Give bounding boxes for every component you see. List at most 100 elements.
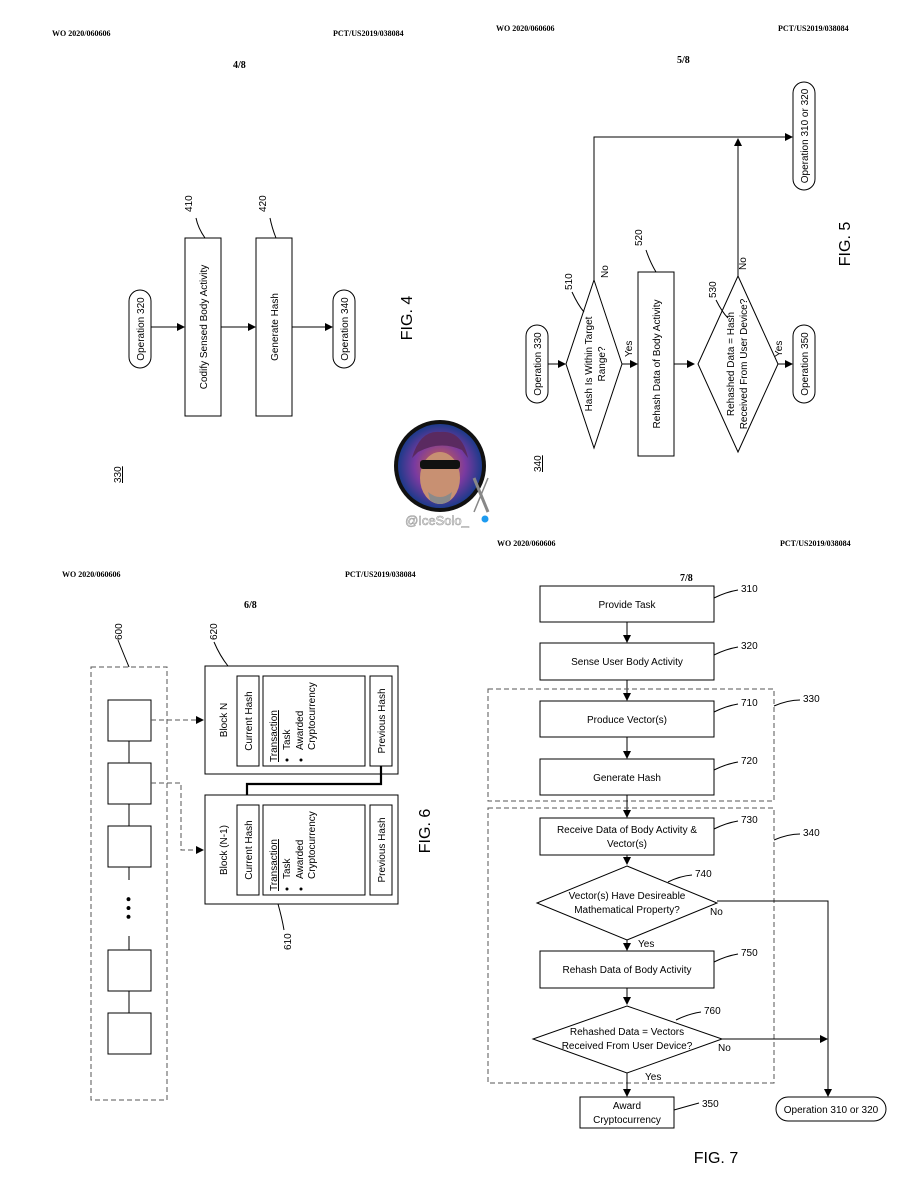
- decision-760-line1: Rehashed Data = Vectors: [570, 1027, 684, 1038]
- decision-740-diamond: [535, 865, 719, 941]
- receive-data-box: [539, 817, 715, 856]
- generate-hash-box-420: [255, 237, 293, 417]
- receive-data-line2: Vector(s): [607, 839, 647, 850]
- group-330: [487, 688, 775, 802]
- award-line1: Award: [613, 1101, 641, 1112]
- ref-740: 740: [695, 869, 712, 880]
- leader-530: [715, 299, 729, 319]
- operation-320-terminal: [128, 289, 152, 369]
- chain-ellipsis: • • •: [120, 897, 136, 920]
- operation-310-label: Operation 310 or 320: [800, 88, 811, 183]
- leader-310: [713, 589, 739, 599]
- ref-760: 760: [704, 1006, 721, 1017]
- ref-610: 610: [283, 933, 294, 950]
- ref-720: 720: [741, 756, 758, 767]
- block-n1-bullet-awarded: Awarded: [295, 840, 306, 879]
- sense-activity-label: Sense User Body Activity: [571, 657, 683, 668]
- arrow-740-no: [717, 900, 832, 1097]
- header-pct-number: PCT/US2019/038084: [780, 539, 851, 548]
- leader-510: [571, 291, 585, 313]
- decision-740-line1: Vector(s) Have Desireable: [569, 891, 686, 902]
- decision-530-diamond: [697, 274, 779, 454]
- decision-530-line1: Rehashed Data = Hash: [726, 312, 737, 416]
- chain-block-1: [107, 699, 152, 742]
- award-line2: Cryptocurrency: [593, 1115, 661, 1126]
- ref-530: 530: [708, 281, 719, 298]
- figure-7-label: FIG. 7: [694, 1150, 739, 1167]
- header-pct-number: PCT/US2019/038084: [333, 29, 404, 38]
- bullet-icon: [285, 758, 289, 762]
- figure-5-label: FIG. 5: [837, 222, 854, 267]
- block-n1-transaction-cell: [262, 804, 366, 896]
- decision-510-diamond: [565, 278, 623, 450]
- chain-block-3: [107, 825, 152, 868]
- codify-box-410: [184, 237, 222, 417]
- operation-350-label: Operation 350: [800, 332, 811, 396]
- chain-gap: [124, 880, 136, 936]
- ref-350: 350: [702, 1099, 719, 1110]
- leader-750: [713, 953, 739, 963]
- bullet-icon: [285, 887, 289, 891]
- leader-610: [277, 903, 285, 931]
- generate-hash-label: Generate Hash: [593, 773, 661, 784]
- block-n-label: Block N: [219, 703, 230, 737]
- decision-760-line2: Received From User Device?: [562, 1041, 693, 1052]
- blockchain-container-600: [90, 666, 168, 1101]
- block-n1-previous-hash-cell: [369, 804, 393, 896]
- arrow-510-no-loop: [593, 133, 793, 280]
- block-n1-transaction-title: Transaction: [269, 839, 280, 891]
- header-pct-number: PCT/US2019/038084: [345, 570, 416, 579]
- sheet-number: 5/8: [677, 55, 690, 66]
- produce-vector-box: [539, 700, 715, 738]
- award-crypto-box: [579, 1096, 675, 1129]
- decision-740-yes-label: Yes: [638, 939, 654, 950]
- chain-block-2: [107, 762, 152, 805]
- operation-350-terminal: [792, 324, 816, 404]
- block-n-bullet-awarded: Awarded: [295, 711, 306, 750]
- leader-740: [667, 874, 693, 883]
- header-wo-number: WO 2020/060606: [62, 570, 120, 579]
- leader-600: [117, 639, 130, 668]
- leader-420: [269, 217, 277, 239]
- decision-530-line2: Received From User Device?: [739, 298, 750, 429]
- leader-760: [675, 1011, 702, 1021]
- leader-730: [713, 820, 739, 830]
- ref-600: 600: [114, 623, 125, 640]
- bullet-icon: [299, 887, 303, 891]
- block-n1-current-hash: Current Hash: [244, 820, 255, 879]
- ref-310: 310: [741, 584, 758, 595]
- rehash-label: Rehash Data of Body Activity: [652, 300, 663, 429]
- header-wo-number: WO 2020/060606: [52, 29, 110, 38]
- avatar-face: [420, 452, 460, 504]
- decision-760-yes-label: Yes: [645, 1072, 661, 1083]
- receive-data-line1: Receive Data of Body Activity &: [557, 825, 697, 836]
- ref-420: 420: [258, 195, 269, 212]
- header-wo-number: WO 2020/060606: [496, 24, 554, 33]
- ref-510: 510: [564, 273, 575, 290]
- block-n1-current-hash-cell: [236, 804, 260, 896]
- header-wo-number: WO 2020/060606: [497, 539, 555, 548]
- leader-320: [713, 646, 739, 656]
- sheet-number: 7/8: [680, 573, 693, 584]
- ref-320: 320: [741, 641, 758, 652]
- group-340: [487, 807, 775, 1084]
- avatar-hair: [412, 431, 468, 458]
- block-n1-label: Block (N-1): [219, 825, 230, 875]
- leader-720: [713, 761, 739, 771]
- watermark: @IceSolo_: [394, 420, 490, 528]
- ref-730: 730: [741, 815, 758, 826]
- leader-710: [713, 703, 739, 713]
- provide-task-label: Provide Task: [598, 600, 656, 611]
- sense-activity-box: [539, 642, 715, 681]
- decision-740-no-label: No: [710, 907, 723, 918]
- leader-330: [773, 699, 801, 707]
- operation-330-label: Operation 330: [533, 332, 544, 396]
- block-n1-bullet-cryptocurrency: Cryptocurrency: [307, 811, 318, 879]
- leader-340: [773, 833, 801, 841]
- block-n-bullet-task: Task: [282, 728, 293, 750]
- verified-badge-icon: [481, 515, 489, 523]
- figure-6-label: FIG. 6: [417, 809, 434, 854]
- chain-block-5: [107, 1012, 152, 1055]
- leader-410: [195, 217, 206, 239]
